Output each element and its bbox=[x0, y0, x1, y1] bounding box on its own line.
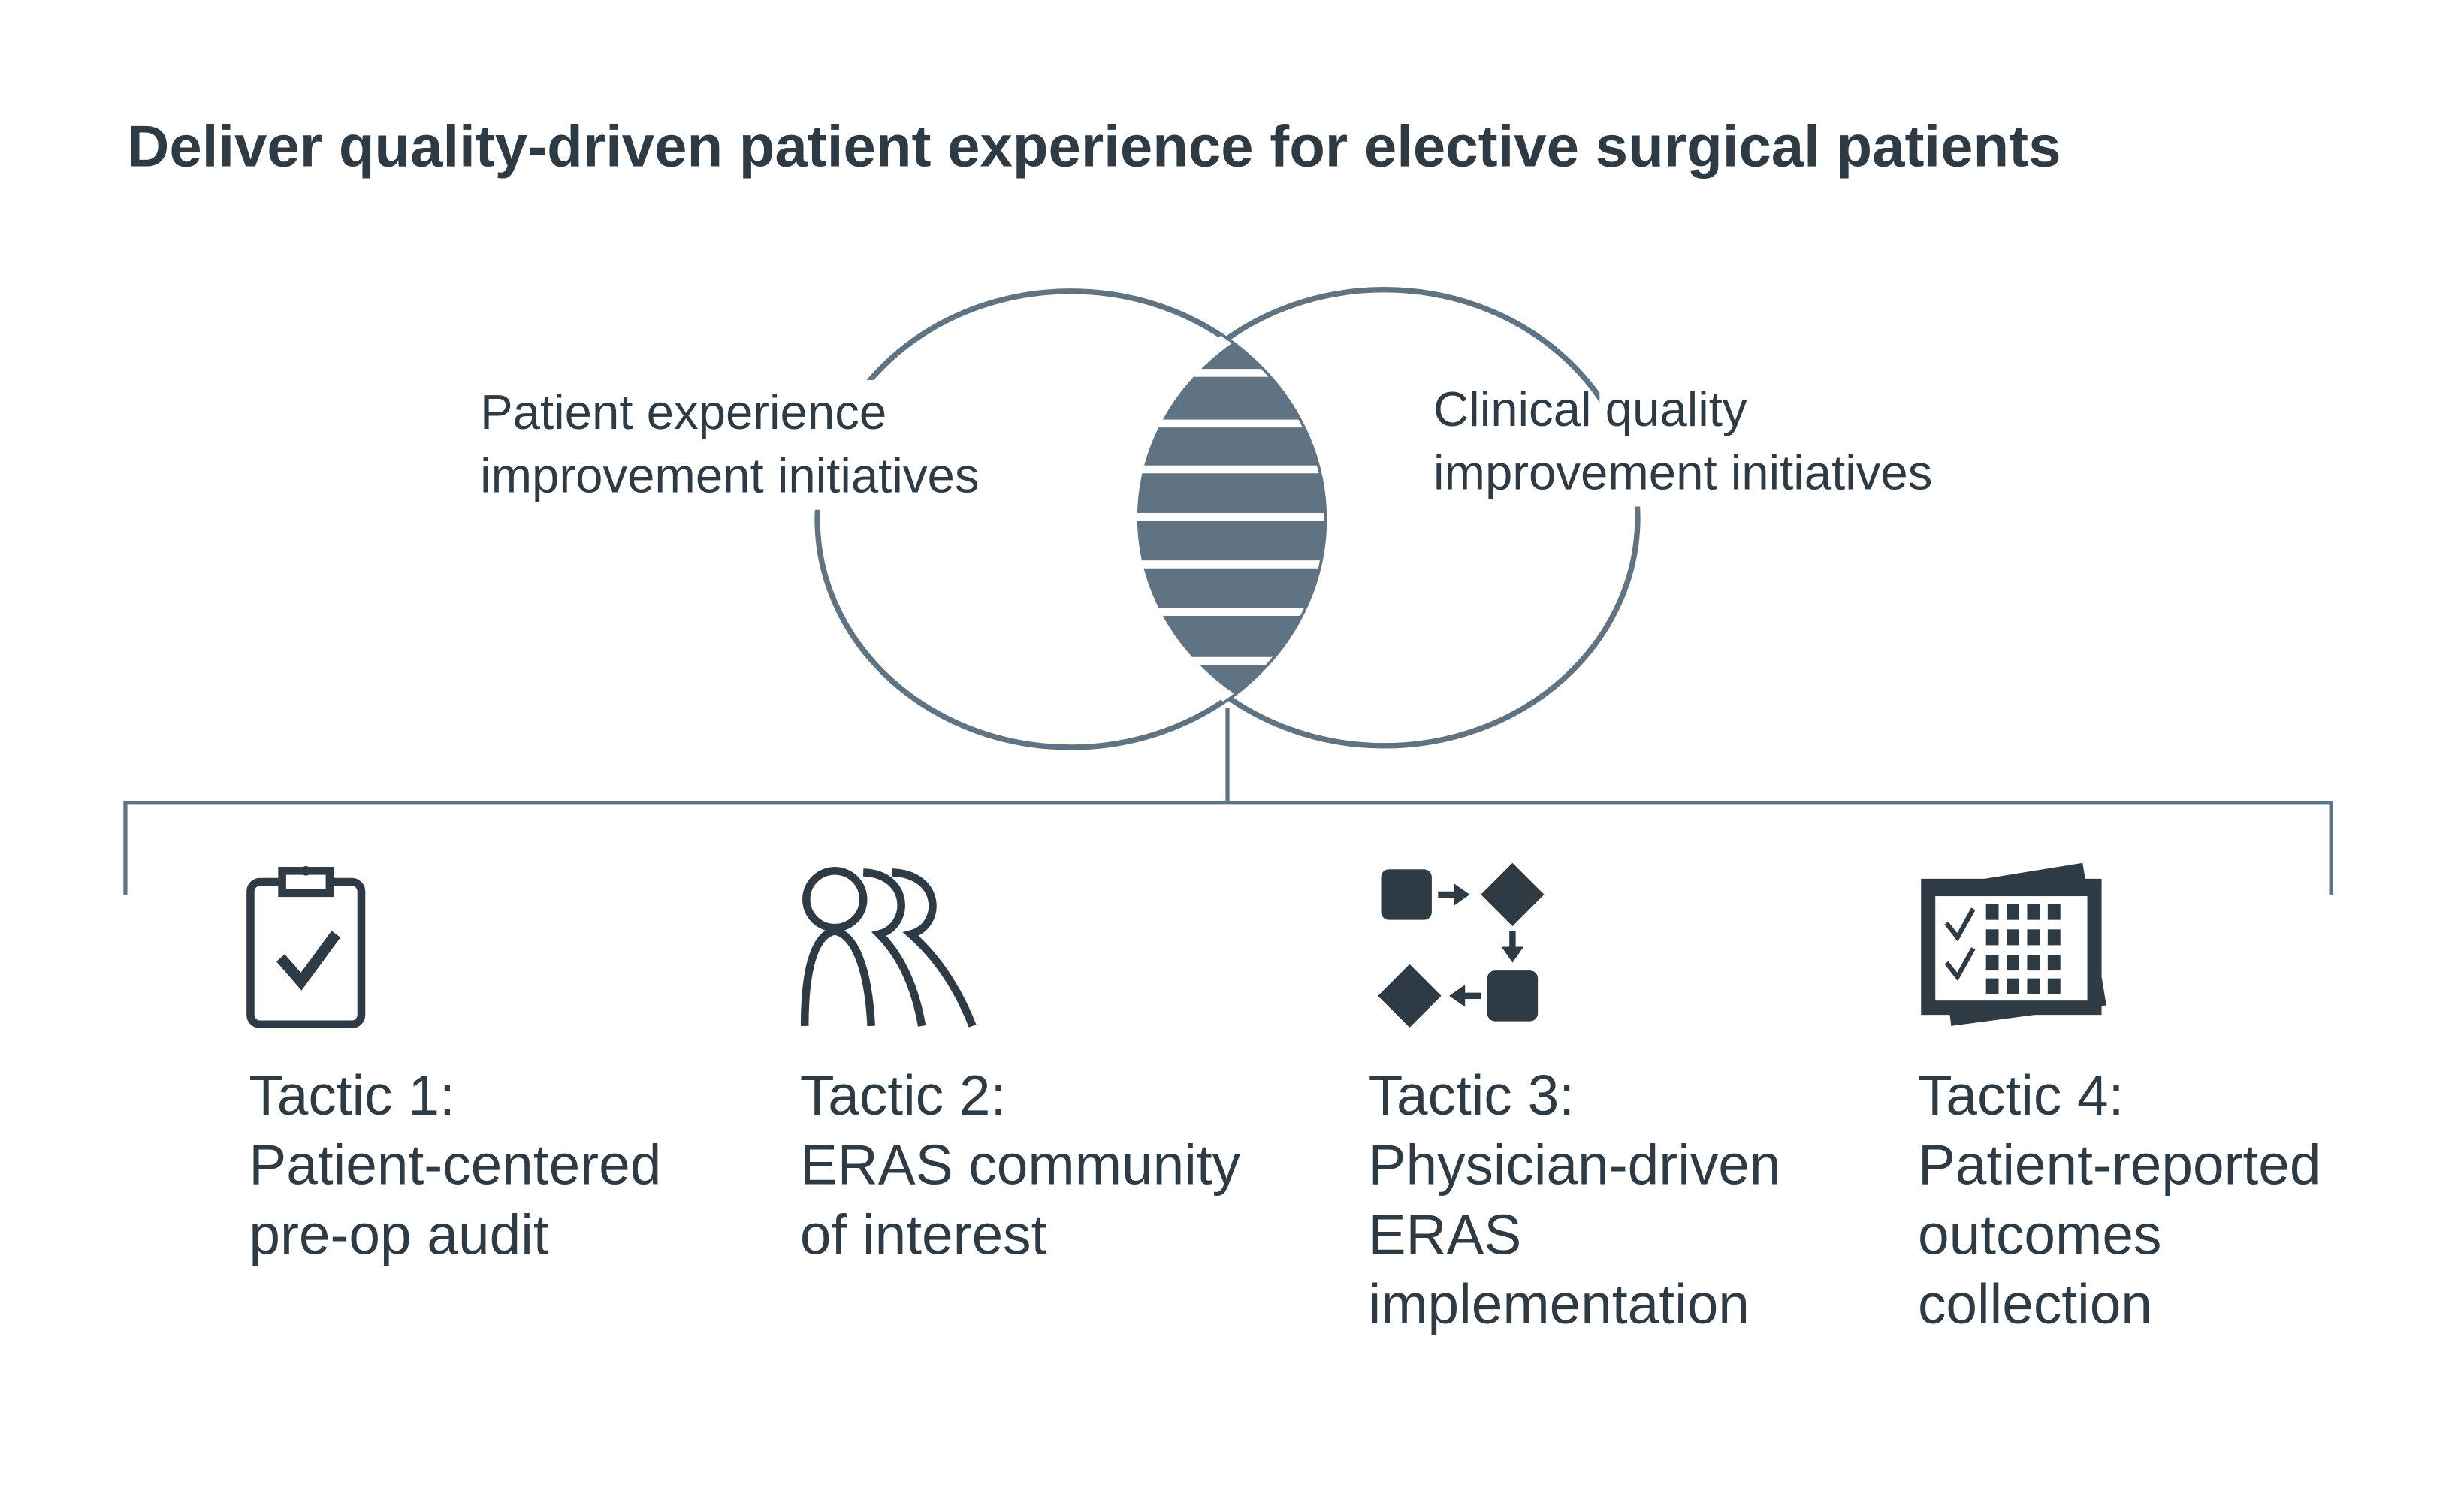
right-circle-label-line1: Clinical quality bbox=[1433, 382, 1747, 436]
tactic-4: Tactic 4: Patient-reported outcomes coll… bbox=[1918, 1064, 2321, 1335]
tactic-3-heading: Tactic 3: bbox=[1369, 1064, 1575, 1127]
tactic-4-line: collection bbox=[1918, 1272, 2152, 1335]
tactic-3-line: implementation bbox=[1369, 1272, 1750, 1335]
tactic-2-line: ERAS community bbox=[800, 1133, 1241, 1197]
clipboard-check-icon bbox=[246, 865, 366, 1029]
tactic-4-line: outcomes bbox=[1918, 1203, 2161, 1266]
page-title: Deliver quality-driven patient experienc… bbox=[127, 113, 2061, 179]
left-circle-label-line1: Patient experience bbox=[480, 385, 886, 439]
tactic-3-line: ERAS bbox=[1369, 1203, 1522, 1266]
right-circle-label-line2: improvement initiatives bbox=[1433, 445, 1932, 499]
venn-intersection bbox=[1092, 291, 1324, 747]
tactic-2-line: of interest bbox=[800, 1203, 1047, 1266]
tactic-1-line: pre-op audit bbox=[249, 1203, 548, 1266]
tactic-3: Tactic 3: Physician-driven ERAS implemen… bbox=[1369, 1064, 1781, 1335]
tactic-1: Tactic 1: Patient-centered pre-op audit bbox=[249, 1064, 661, 1266]
venn-diagram: Patient experience improvement initiativ… bbox=[480, 287, 1932, 750]
tactic-1-heading: Tactic 1: bbox=[249, 1064, 454, 1127]
tactic-2: Tactic 2: ERAS community of interest bbox=[800, 1064, 1241, 1266]
connector-bracket bbox=[123, 708, 2333, 895]
tactic-2-heading: Tactic 2: bbox=[800, 1064, 1006, 1127]
tactic-4-heading: Tactic 4: bbox=[1918, 1064, 2124, 1127]
tactic-1-line: Patient-centered bbox=[249, 1133, 661, 1197]
people-group-icon bbox=[800, 867, 977, 1028]
calendar-checklist-icon bbox=[1921, 862, 2106, 1026]
left-circle-label-line2: improvement initiatives bbox=[480, 448, 979, 503]
tactic-3-line: Physician-driven bbox=[1369, 1133, 1781, 1197]
process-flow-icon bbox=[1378, 862, 1545, 1028]
tactic-4-line: Patient-reported bbox=[1918, 1133, 2321, 1197]
